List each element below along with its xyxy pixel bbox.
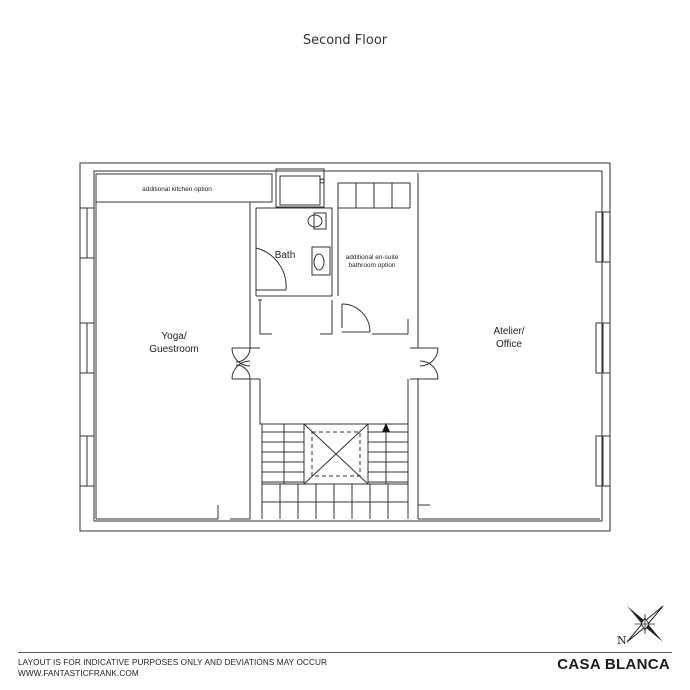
- plan-title: Second Floor: [302, 33, 388, 48]
- ensuite-walls: [337, 182, 411, 335]
- compass-star-icon: [626, 605, 664, 643]
- toilet: [307, 212, 327, 230]
- stairs-bottom: [262, 483, 408, 519]
- room-label-yoga-2: Guestroom: [149, 344, 198, 355]
- hallway: [232, 347, 438, 380]
- windows-right: [595, 211, 611, 487]
- stair-arrow-icon: [382, 423, 390, 432]
- washbasin: [311, 246, 331, 276]
- room-label-ensuite-2: bathroom option: [349, 262, 396, 269]
- footer-website[interactable]: WWW.FANTASTICFRANK.COM: [18, 669, 139, 678]
- stair-void: [303, 423, 369, 485]
- bath-walls: [255, 207, 333, 297]
- footer-divider: [18, 652, 672, 653]
- room-label-ensuite-1: additional en-suite: [346, 254, 399, 261]
- room-label-yoga-1: Yoga/: [161, 331, 186, 342]
- brand-logo-text: CASA BLANCA: [557, 656, 670, 673]
- room-label-kitchen-option: additional kitchen option: [142, 186, 212, 193]
- yoga-room-walls: [95, 201, 251, 520]
- stairs-right: [368, 430, 408, 484]
- compass-north-label: N: [617, 634, 627, 647]
- room-label-atelier-1: Atelier/: [493, 326, 524, 337]
- footer-disclaimer: LAYOUT IS FOR INDICATIVE PURPOSES ONLY A…: [18, 658, 327, 667]
- windows-left: [79, 207, 95, 487]
- sink-unit: [275, 168, 325, 208]
- room-label-atelier-2: Office: [496, 339, 522, 350]
- landing-walls: [258, 299, 333, 335]
- atelier-room-walls: [417, 173, 600, 520]
- stairs-left: [262, 424, 304, 484]
- room-label-bath: Bath: [275, 250, 296, 261]
